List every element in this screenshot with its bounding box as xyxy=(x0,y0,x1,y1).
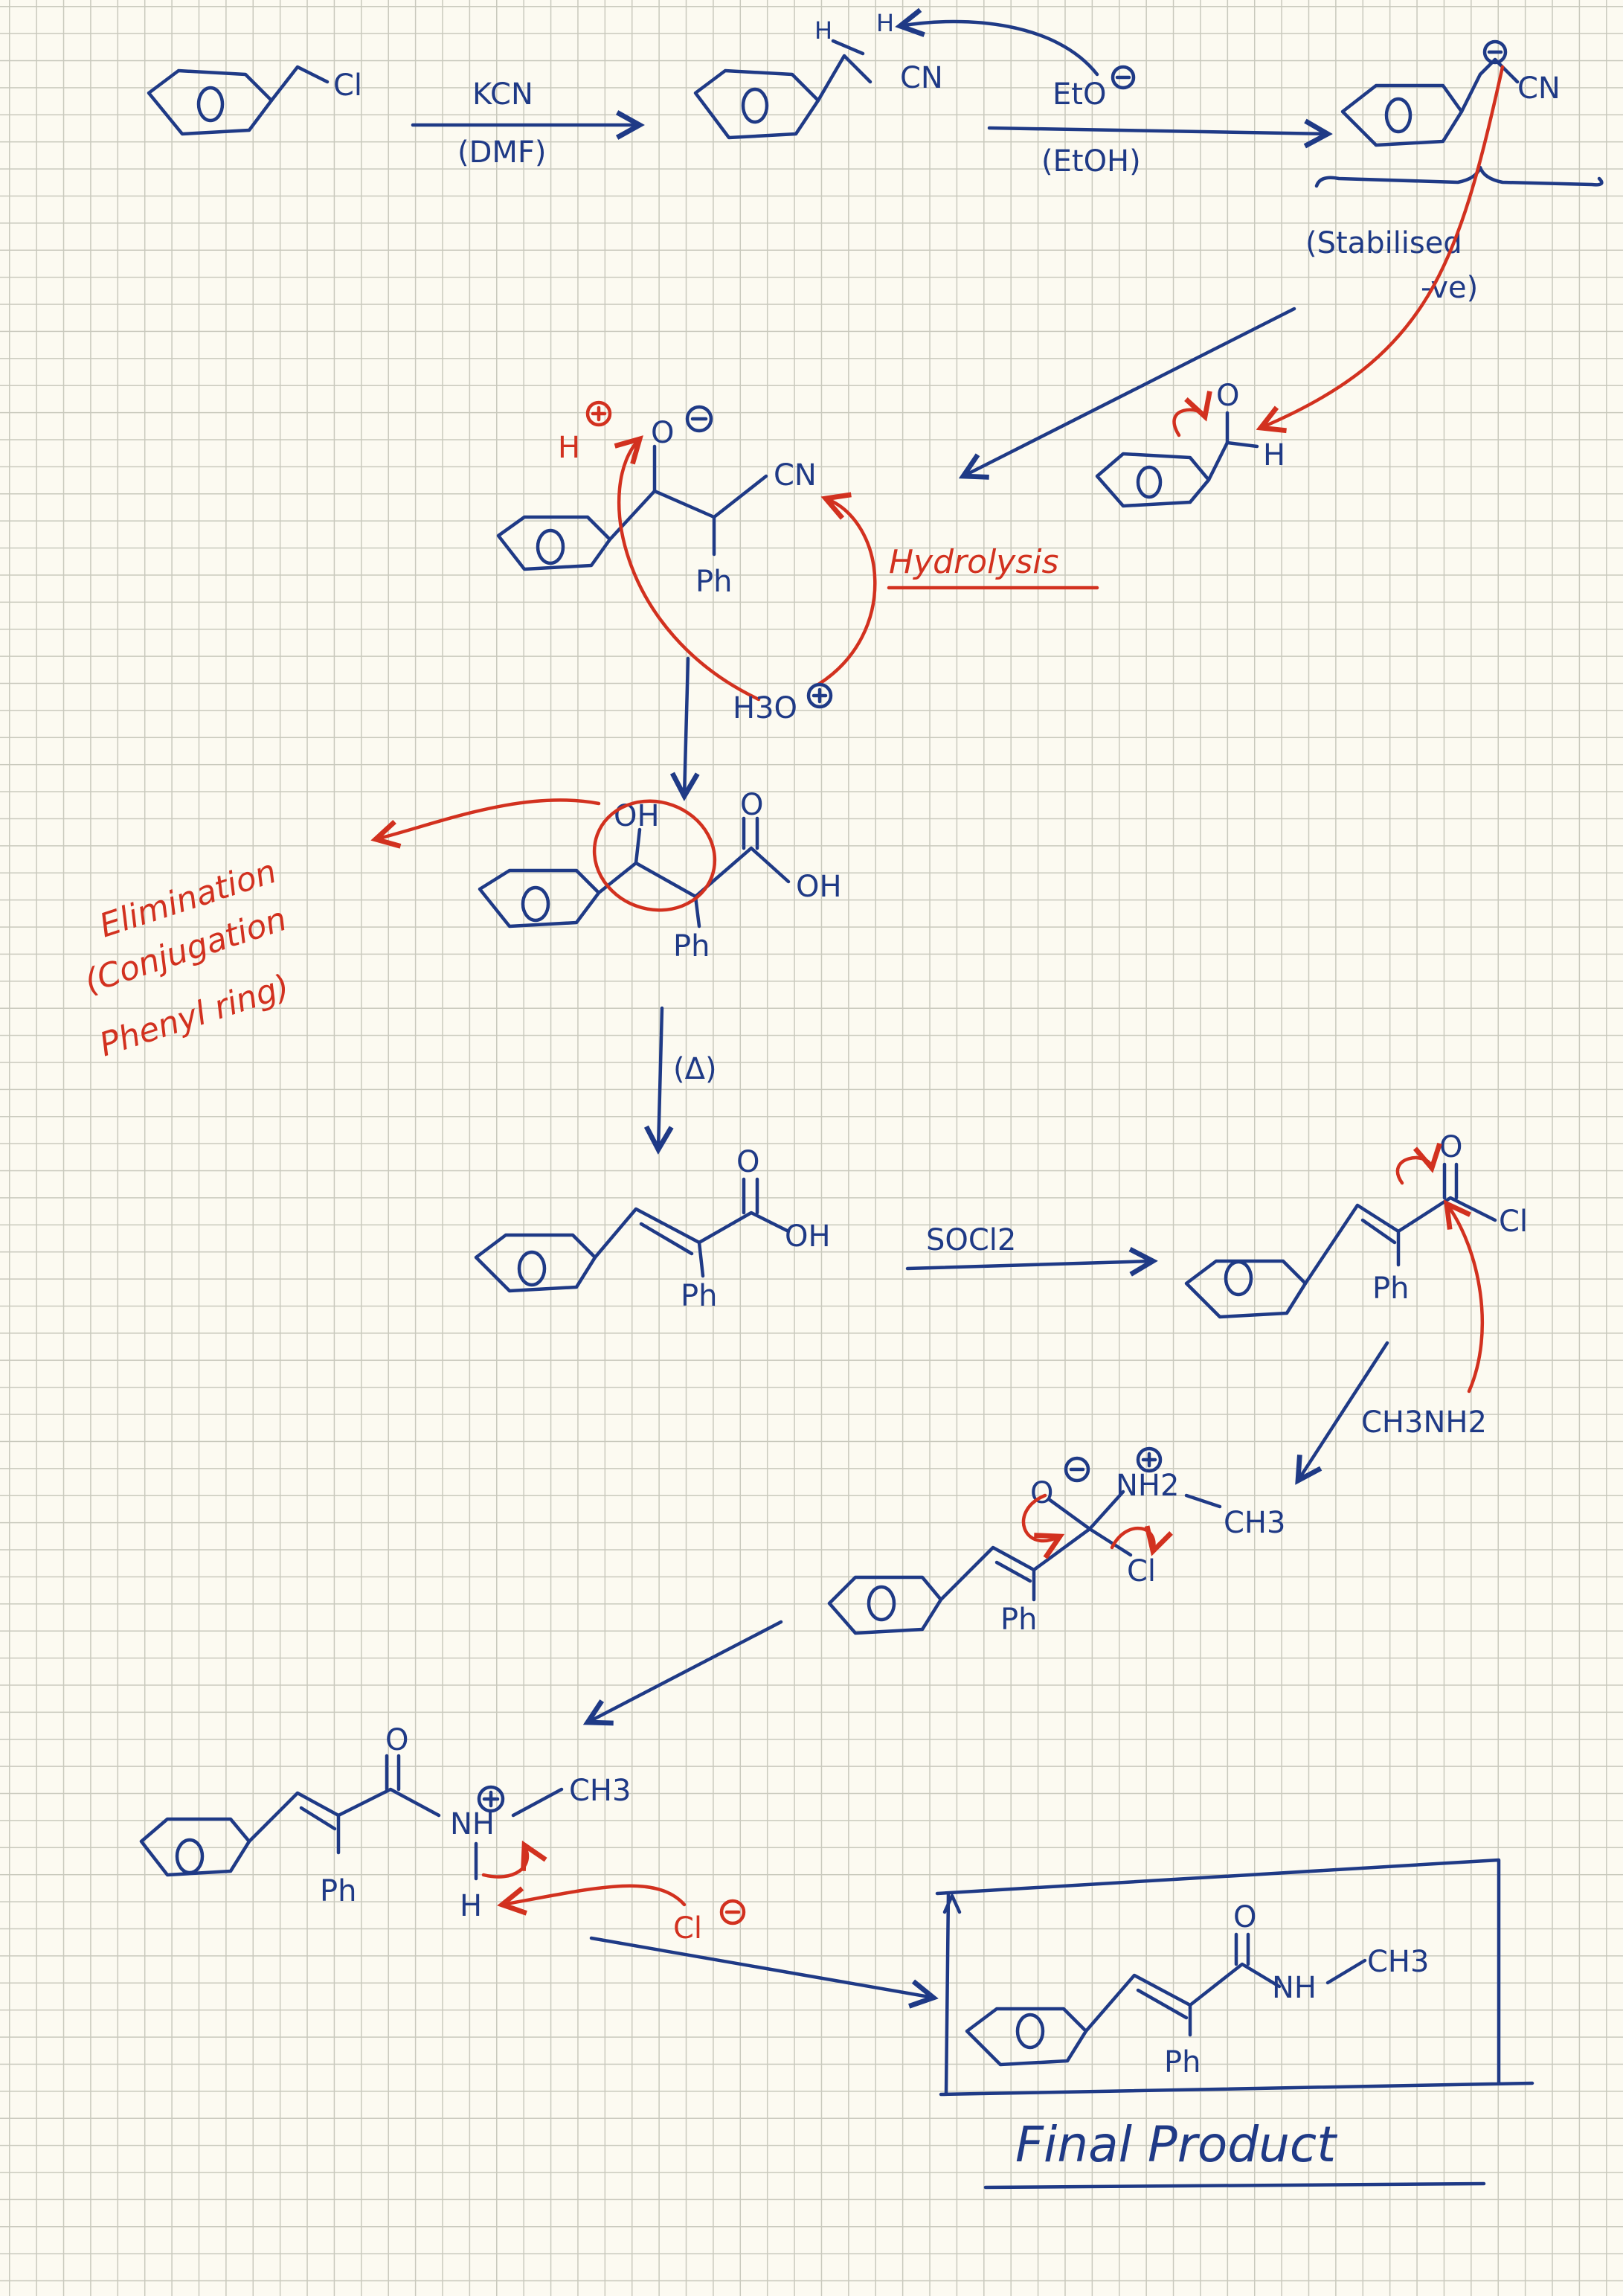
nucleophilic-attack-arrow xyxy=(1261,65,1505,428)
methylamine-reagent: CH3NH2 xyxy=(1361,1405,1487,1440)
stabilised-carbanion: CN (Stabilised -ve) xyxy=(1305,39,1604,305)
heat-label: (Δ) xyxy=(673,1052,717,1086)
chloride-label: Cl xyxy=(673,1911,702,1946)
reform-carbonyl-arrow xyxy=(1021,1493,1060,1541)
carbonyl-oxygen: O xyxy=(740,788,763,822)
kcn-reagent: KCN xyxy=(472,77,533,112)
carbonyl-arrow xyxy=(1172,410,1205,437)
final-step-arrow xyxy=(589,1936,933,1998)
amide-nitrogen: NH xyxy=(450,1807,495,1841)
phenyl-label: Ph xyxy=(1372,1272,1409,1306)
stabilised-note: (Stabilised xyxy=(1305,226,1462,260)
alpha-h-top: H xyxy=(876,9,894,37)
methyl-label: CH3 xyxy=(1367,1945,1429,1979)
hydrolysis-step-arrow xyxy=(684,656,688,796)
ethanol-solvent: (EtOH) xyxy=(1041,144,1141,179)
nh-bond-arrow xyxy=(481,1845,527,1879)
elimination-step-arrow xyxy=(588,1620,783,1722)
acid-chloride: O Cl Ph CH3NH2 xyxy=(1184,1130,1528,1440)
protonated-amide: O NH CH3 H Ph Cl xyxy=(139,1723,746,1946)
negative-charge-note: -ve) xyxy=(1421,271,1478,305)
chloride-leave-arrow xyxy=(1110,1528,1154,1551)
ammonium-label: NH2 xyxy=(1116,1469,1179,1503)
final-product: O NH CH3 Ph Final Product xyxy=(935,1858,1534,2190)
chlorine-label: Cl xyxy=(1499,1205,1528,1239)
aldehyde-oxygen: O xyxy=(1216,379,1239,413)
step2-arrow: EtO (EtOH) xyxy=(987,65,1328,179)
ammonium-charge-icon xyxy=(1136,1446,1163,1473)
chlorine-label: Cl xyxy=(1127,1554,1156,1588)
proton-label: H xyxy=(558,431,580,465)
phenyl-label: Ph xyxy=(681,1279,717,1313)
addition-arrow xyxy=(963,307,1296,476)
carbanion-charge-icon xyxy=(1482,39,1508,65)
oxide-oxygen: O xyxy=(1030,1476,1053,1510)
phenyl-label: Ph xyxy=(1000,1603,1037,1637)
hydroxyl-label: OH xyxy=(614,799,660,833)
alkoxide-oxygen: O xyxy=(651,416,674,450)
chlorination-arrow: SOCl2 xyxy=(905,1223,1153,1269)
nitrile-label: CN xyxy=(900,61,943,95)
carbonyl-oxygen: O xyxy=(385,1723,408,1757)
step1-arrow: KCN (DMF) xyxy=(411,77,640,170)
deprotonation-arrow xyxy=(502,1884,687,1905)
final-product-label: Final Product xyxy=(1015,2116,1337,2173)
methyl-label: CH3 xyxy=(1224,1506,1285,1540)
protonation-arrow xyxy=(619,439,761,702)
carbonyl-oxygen: O xyxy=(736,1145,759,1179)
benzaldehyde: O H xyxy=(1095,379,1285,508)
ammonium-hydrogen: H xyxy=(460,1889,482,1923)
heat-step-arrow: (Δ) xyxy=(658,1006,717,1149)
phenyl-label: Ph xyxy=(673,929,710,963)
amide-nitrogen: NH xyxy=(1272,1971,1317,2005)
thionyl-chloride-reagent: SOCl2 xyxy=(926,1223,1016,1257)
phenyl-label: Ph xyxy=(695,565,732,599)
product-box xyxy=(935,1858,1534,2097)
elimination-circle xyxy=(592,799,717,912)
nitrile-label: CN xyxy=(774,458,817,493)
hydronium-charge-icon xyxy=(806,682,833,709)
elimination-arrow xyxy=(376,798,601,839)
chloride-charge-icon xyxy=(719,1899,746,1925)
ethoxide-base: EtO xyxy=(1052,77,1106,112)
hydronium-label: H3O xyxy=(733,691,797,725)
dmf-solvent: (DMF) xyxy=(457,135,547,170)
plus-charge-icon xyxy=(585,400,612,427)
addition-arrow xyxy=(1298,1341,1389,1481)
alpha-h-left: H xyxy=(814,16,832,45)
carbonyl-arrow xyxy=(1395,1158,1432,1185)
methyl-label: CH3 xyxy=(569,1774,631,1808)
tetrahedral-intermediate: O NH2 CH3 Cl Ph xyxy=(827,1446,1285,1637)
oxide-charge-icon xyxy=(1064,1456,1090,1483)
acid-hydroxyl: OH xyxy=(785,1219,831,1254)
chlorine-label: Cl xyxy=(333,68,362,103)
hydrolysis-arrow xyxy=(816,498,877,687)
ammonium-charge-icon xyxy=(477,1785,505,1813)
amine-attack-arrow xyxy=(1447,1204,1485,1394)
deprotonation-arrow xyxy=(900,22,1099,77)
alkoxide-charge-icon xyxy=(685,405,713,433)
carbonyl-oxygen: O xyxy=(1233,1900,1256,1934)
phenyl-label: Ph xyxy=(320,1874,356,1908)
hydroxy-acid: OH O OH Ph Elimination (Conjugation Phen… xyxy=(80,788,842,1064)
unsaturated-acid: O OH Ph xyxy=(474,1145,831,1313)
aldehyde-hydrogen: H xyxy=(1263,438,1285,472)
phenyl-label: Ph xyxy=(1164,2045,1201,2079)
benzyl-cyanide: H H CN xyxy=(693,9,943,140)
alkoxide-intermediate: O CN Ph H Hydrolysis H3O xyxy=(496,400,1099,725)
acid-hydroxyl: OH xyxy=(796,870,842,904)
nitrile-label: CN xyxy=(1517,71,1561,106)
hydrolysis-note: Hydrolysis xyxy=(889,543,1058,581)
benzyl-chloride: Cl xyxy=(147,65,362,136)
carbonyl-oxygen: O xyxy=(1439,1130,1462,1164)
minus-charge-icon xyxy=(1111,65,1136,90)
